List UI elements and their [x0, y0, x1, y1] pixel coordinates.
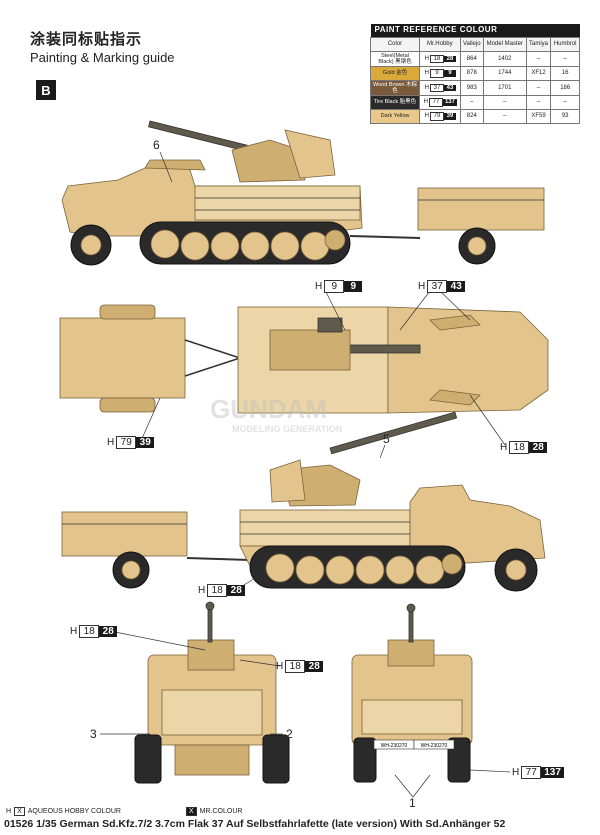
road-wheels-2 [265, 553, 463, 585]
paint-humbrol: 93 [550, 108, 580, 124]
paint-swatch: Gold 金色 [370, 65, 420, 81]
license-plate-left: WH-230270 [381, 743, 408, 749]
paint-model-master: 1402 [482, 50, 527, 67]
marker-2: 2 [286, 727, 293, 741]
paint-vallejo: 824 [459, 108, 484, 124]
paint-model-master: – [482, 94, 527, 110]
legend-mr-colour: X MR.COLOUR [186, 807, 242, 816]
paint-humbrol: 186 [550, 79, 580, 96]
road-wheels-1 [150, 229, 346, 261]
col-vallejo: Vallejo [459, 36, 484, 52]
watermark-main: GUNDAM [210, 394, 327, 424]
paint-model-master: 1701 [482, 79, 527, 96]
watermark-sub: MODELING GENERATION [232, 424, 342, 434]
col-model-master: Model Master [482, 36, 527, 52]
paint-tamiya: – [525, 50, 552, 67]
paint-model-master: – [482, 108, 527, 124]
paint-swatch: Steel(Metal Black) 黑钢色 [370, 50, 420, 67]
marker-6: 6 [153, 138, 160, 152]
marker-3: 3 [90, 727, 97, 741]
paint-swatch: Wood Brown 木棕色 [370, 79, 420, 96]
paint-swatch: Dark Yellow [370, 108, 420, 124]
section-badge: B [36, 80, 56, 100]
paint-reference-table: PAINT REFERENCE COLOUR Color Mr.Hobby Va… [370, 24, 580, 124]
license-plate-right: WH-230270 [421, 743, 448, 749]
side-view-right [61, 411, 546, 592]
col-tamiya: Tamiya [525, 36, 552, 52]
marker-1: 1 [409, 796, 416, 810]
title-chinese: 涂装同标贴指示 [30, 31, 143, 48]
paint-tamiya: – [525, 79, 552, 96]
paint-table-heading: PAINT REFERENCE COLOUR [370, 24, 580, 38]
paint-vallejo: 983 [459, 79, 484, 96]
title-english: Painting & Marking guide [30, 50, 175, 65]
rear-view: WH-230270 WH-230270 [351, 603, 473, 783]
marker-5: 5 [383, 432, 390, 446]
side-view-left [61, 120, 545, 266]
col-mrhobby: Mr.Hobby [419, 36, 461, 52]
paint-vallejo: 864 [459, 50, 484, 67]
paint-table-header-row: Color Mr.Hobby Vallejo Model Master Tami… [370, 36, 580, 52]
top-view [59, 304, 549, 414]
front-view [134, 601, 290, 784]
leader-lines [100, 151, 511, 798]
paint-humbrol: – [550, 50, 580, 67]
paint-tamiya: XF59 [525, 108, 552, 124]
footer-kit-title: 01526 1/35 German Sd.Kfz.7/2 3.7cm Flak … [4, 818, 506, 830]
